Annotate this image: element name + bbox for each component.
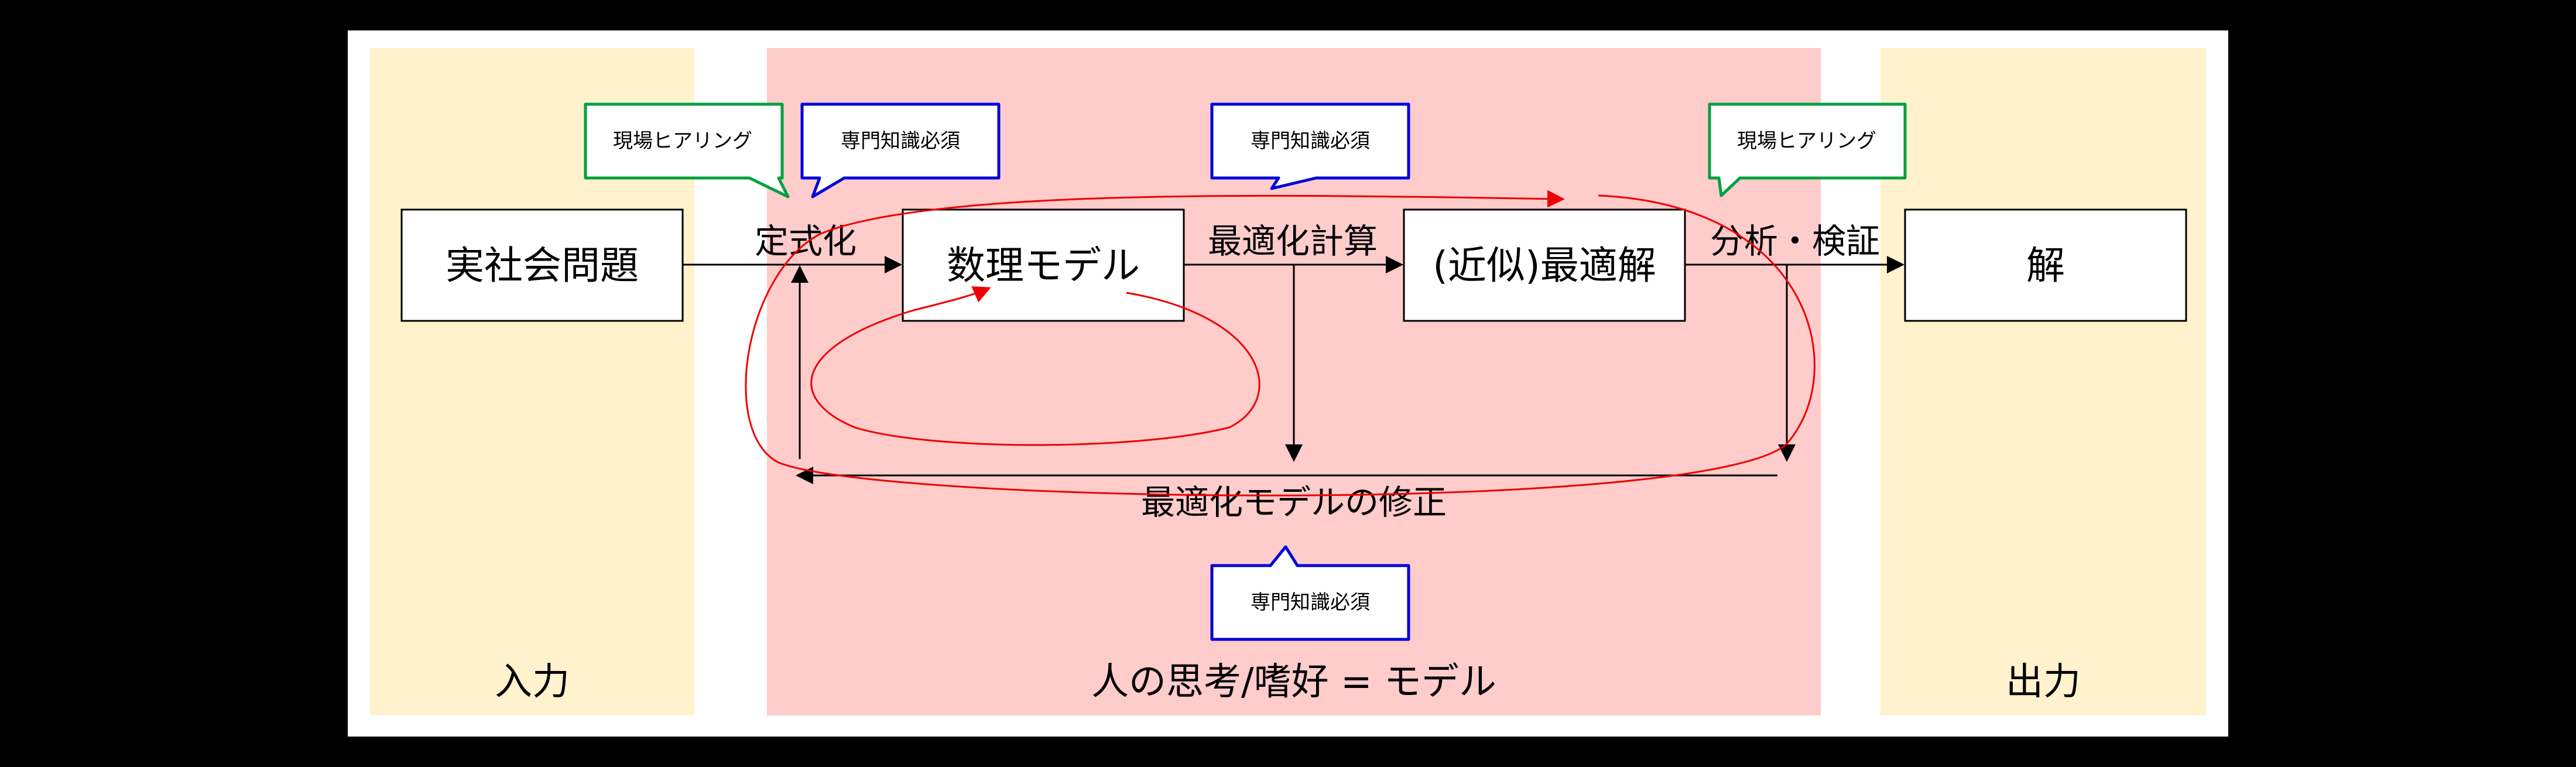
model-box — [902, 208, 1185, 322]
output-zone — [1880, 48, 2206, 715]
output-zone-label: 出力 — [2006, 660, 2081, 704]
hearing-callout-right — [1708, 102, 1907, 197]
solution-box — [1904, 208, 2187, 322]
analyze-label: 分析・検証 — [1710, 221, 1880, 261]
expertise-callout-left — [800, 102, 1001, 198]
model-box-label: 数理モデル — [947, 243, 1140, 288]
expertise-callout-center-label: 専門知識必須 — [1251, 129, 1370, 153]
hearing-callout-right-label: 現場ヒアリング — [1737, 129, 1876, 153]
problem-box-label: 実社会問題 — [446, 243, 639, 288]
input-zone-label: 入力 — [495, 660, 570, 704]
hearing-callout-left — [584, 102, 790, 198]
expertise-callout-bottom — [1210, 545, 1410, 641]
problem-box — [400, 208, 684, 322]
revise-label: 最適化モデルの修正 — [1141, 482, 1447, 522]
optimum-box-label: (近似)最適解 — [1433, 243, 1656, 288]
expertise-callout-left-label: 専門知識必須 — [841, 129, 960, 153]
compute-label: 最適化計算 — [1208, 221, 1378, 261]
outer-feedback-curve — [745, 190, 1815, 497]
expertise-callout-bottom-label: 専門知識必須 — [1251, 591, 1370, 614]
expertise-callout-center — [1210, 102, 1410, 190]
inner-feedback-curve — [810, 286, 1260, 446]
hearing-callout-left-label: 現場ヒアリング — [613, 129, 752, 153]
optimum-box — [1403, 208, 1686, 322]
model-zone-label: 人の思考/嗜好 = モデル — [1091, 660, 1496, 704]
solution-box-label: 解 — [2026, 243, 2065, 288]
